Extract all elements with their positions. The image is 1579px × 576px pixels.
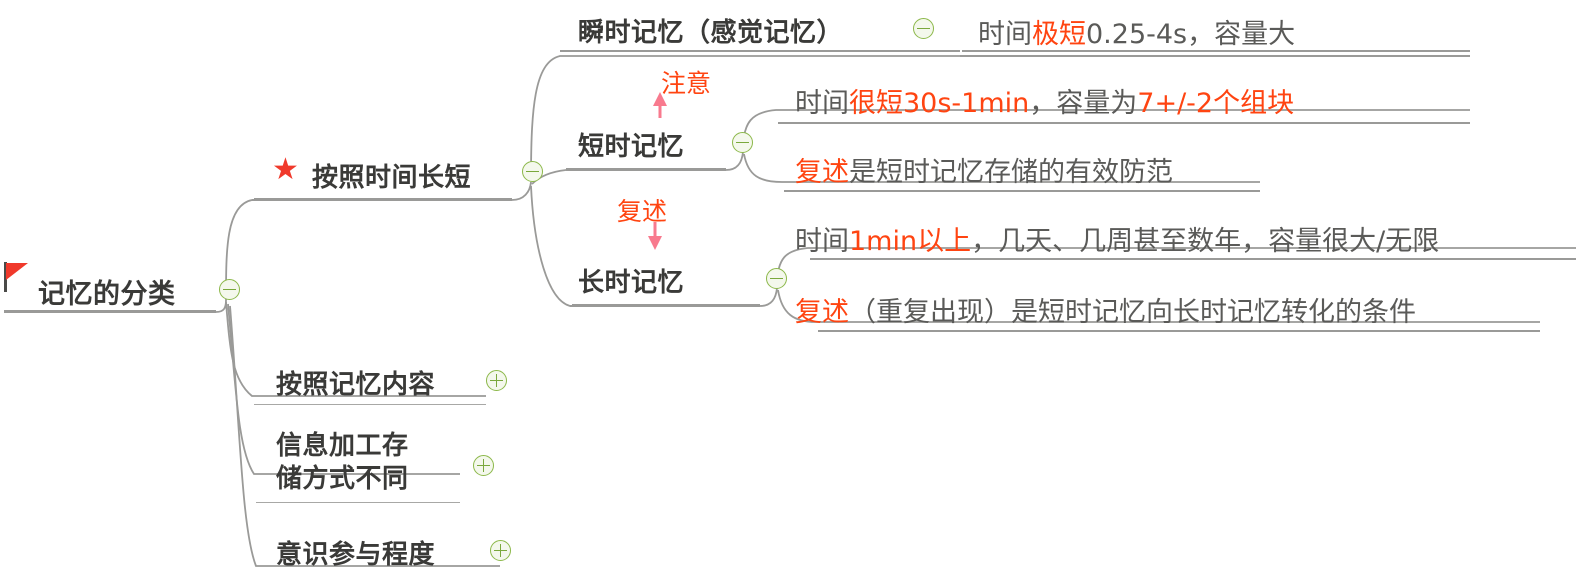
red-star-icon: ★: [272, 153, 299, 186]
root-node-label[interactable]: 记忆的分类: [38, 279, 176, 310]
underline-short-term-leaf-2: [784, 190, 1260, 192]
underline-long-term-leaf-1: [810, 258, 1576, 260]
leaf-short-term-2[interactable]: 复述是短时记忆存储的有效防范: [795, 150, 1173, 189]
leaf-short-term-2-part-0: 复述: [795, 157, 849, 188]
underline-long-term-node: [572, 304, 760, 306]
branch-by-processing-label-line1: 信息加工存: [276, 431, 409, 461]
leaf-long-term-2-part-0: 复述: [795, 297, 849, 328]
leaf-short-term-1-part-2: ，容量为: [1029, 88, 1138, 119]
node-long-term-memory-collapse-toggle[interactable]: [766, 268, 787, 289]
leaf-short-term-1[interactable]: 时间很短30s-1min，容量为7+/-2个组块: [795, 81, 1294, 120]
leaf-long-term-1[interactable]: 时间1min以上，几天、几周甚至数年，容量很大/无限: [795, 219, 1439, 258]
underline-sensory-leaf-1: [962, 50, 1470, 52]
branch-by-content-label[interactable]: 按照记忆内容: [276, 370, 436, 400]
leaf-sensory-1-part-1: 极短: [1032, 19, 1086, 50]
leaf-sensory-1-part-0: 时间: [978, 19, 1032, 50]
attention-arrow-label: 注意: [661, 69, 712, 98]
leaf-long-term-1-part-1: 1min以上: [849, 226, 972, 257]
leaf-long-term-1-part-2: ，几天、几周甚至数年，容量很大/无限: [971, 226, 1440, 257]
underline-by-time-node: [254, 198, 512, 200]
branch-by-time-label[interactable]: 按照时间长短: [312, 163, 472, 193]
branch-by-processing-label[interactable]: 信息加工存 储方式不同: [276, 430, 409, 496]
branch-by-awareness-expand-toggle[interactable]: [490, 540, 511, 561]
leaf-sensory-1-part-2: 0.25-4s，容量大: [1086, 19, 1296, 50]
root-collapse-toggle[interactable]: [219, 279, 240, 300]
leaf-short-term-1-part-1: 很短30s-1min: [849, 88, 1030, 119]
leaf-short-term-1-part-0: 时间: [795, 88, 849, 119]
leaf-long-term-2[interactable]: 复述（重复出现）是短时记忆向长时记忆转化的条件: [795, 290, 1416, 329]
branch-by-processing-expand-toggle[interactable]: [473, 455, 494, 476]
node-short-term-memory-label[interactable]: 短时记忆: [578, 132, 685, 162]
node-sensory-memory-collapse-toggle[interactable]: [913, 18, 934, 39]
underline-root-node: [4, 310, 216, 312]
underline-by-content-node: [254, 404, 486, 405]
red-flag-icon: [4, 262, 30, 292]
branch-by-processing-label-line2: 储方式不同: [276, 464, 409, 494]
rehearsal-arrow-label: 复述: [617, 197, 668, 226]
branch-by-time-collapse-toggle[interactable]: [522, 161, 543, 182]
branch-by-awareness-label[interactable]: 意识参与程度: [276, 540, 436, 570]
leaf-sensory-1[interactable]: 时间极短0.25-4s，容量大: [978, 12, 1295, 51]
leaf-short-term-2-part-1: 是短时记忆存储的有效防范: [849, 157, 1173, 188]
branch-by-content-expand-toggle[interactable]: [486, 370, 507, 391]
underline-short-term-leaf-1: [778, 122, 1470, 124]
underline-by-processing-node: [256, 502, 460, 503]
underline-sensory-node: [560, 50, 960, 52]
underline-long-term-leaf-2: [818, 330, 1540, 332]
leaf-long-term-2-part-1: （重复出现）是短时记忆向长时记忆转化的条件: [849, 297, 1416, 328]
node-short-term-memory-collapse-toggle[interactable]: [732, 132, 753, 153]
node-sensory-memory-label[interactable]: 瞬时记忆（感觉记忆）: [578, 18, 844, 48]
underline-short-term-node: [566, 168, 726, 170]
node-long-term-memory-label[interactable]: 长时记忆: [578, 268, 685, 298]
leaf-short-term-1-part-3: 7+/-2个组块: [1137, 88, 1295, 119]
leaf-long-term-1-part-0: 时间: [795, 226, 849, 257]
